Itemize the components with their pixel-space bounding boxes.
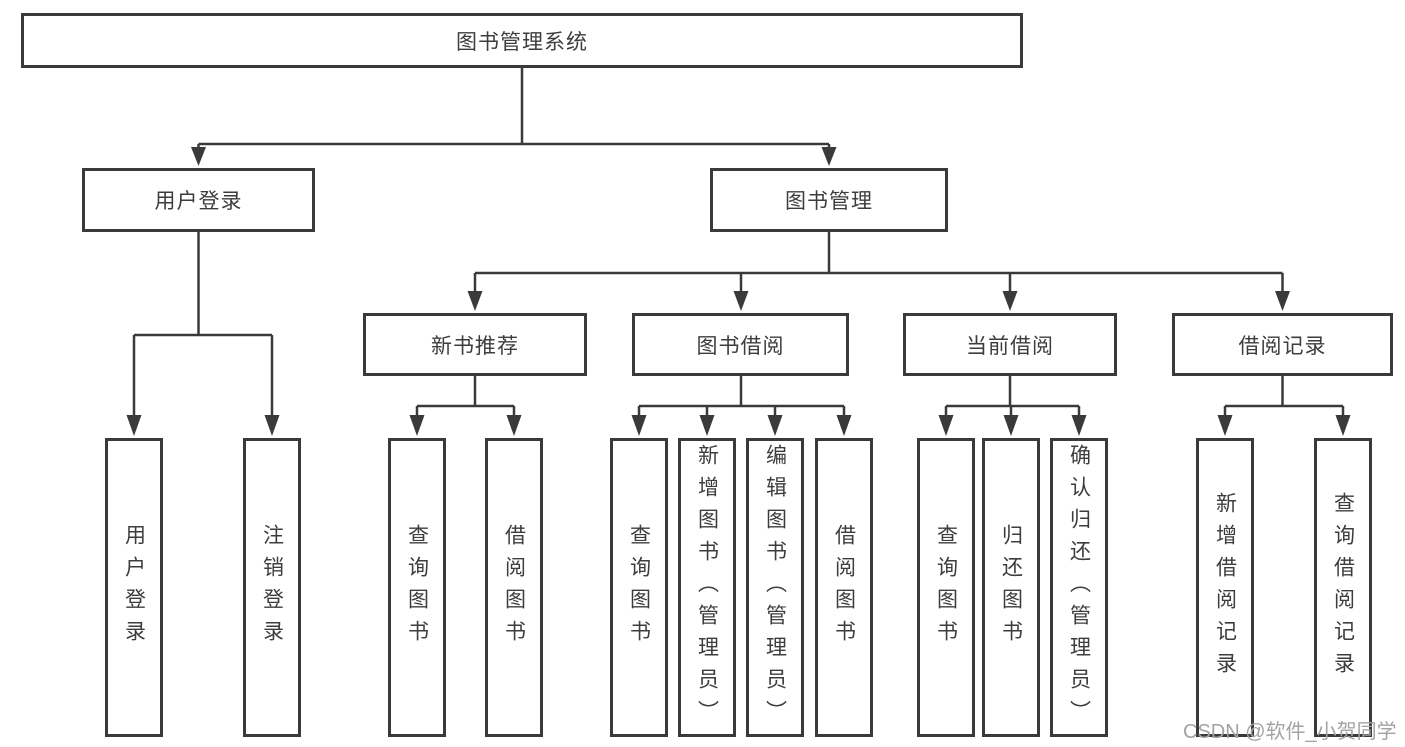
leaf-borrow-books-recommend: 借阅图书 [485, 438, 543, 737]
node-user-login: 用户登录 [82, 168, 315, 232]
leaf-edit-book-admin: 编辑图书（管理员） [746, 438, 804, 737]
node-new-book-recommend: 新书推荐 [363, 313, 587, 376]
connector-borrow-records-branch [1223, 376, 1345, 419]
watermark: CSDN @软件_小贺同学 [1183, 721, 1397, 743]
leaf-borrow-books: 借阅图书 [815, 438, 873, 737]
leaf-query-books-borrow: 查询图书 [610, 438, 668, 737]
node-book-management: 图书管理 [710, 168, 948, 232]
node-book-borrow: 图书借阅 [632, 313, 849, 376]
leaf-query-borrow-record: 查询借阅记录 [1314, 438, 1372, 737]
leaf-logout: 注销登录 [243, 438, 301, 737]
connector-book-borrow-branch [637, 376, 846, 419]
leaf-add-borrow-record: 新增借阅记录 [1196, 438, 1254, 737]
node-library-management-system: 图书管理系统 [21, 13, 1023, 68]
node-current-borrow: 当前借阅 [903, 313, 1117, 376]
connector-user-login-branch [132, 232, 274, 418]
leaf-return-book: 归还图书 [982, 438, 1040, 737]
connector-new-book-recommend-branch [415, 376, 516, 419]
connector-current-borrow-branch [944, 376, 1081, 419]
connector-book-management-branch [473, 232, 1284, 293]
leaf-confirm-return-admin: 确认归还（管理员） [1050, 438, 1108, 737]
leaf-query-books-current: 查询图书 [917, 438, 975, 737]
leaf-user-login: 用户登录 [105, 438, 163, 737]
leaf-query-books-recommend: 查询图书 [388, 438, 446, 737]
node-borrow-records: 借阅记录 [1172, 313, 1393, 376]
leaf-add-book-admin: 新增图书（管理员） [678, 438, 736, 737]
connector-root-to-level2 [197, 68, 831, 150]
